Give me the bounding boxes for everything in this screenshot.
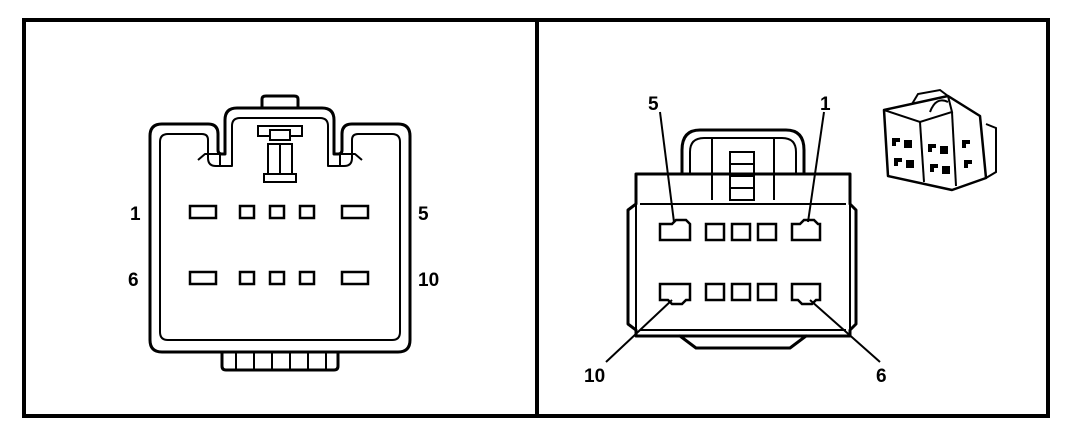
right-pin-label-top-left: 5 xyxy=(648,94,659,115)
cavity xyxy=(730,222,752,242)
cavity xyxy=(268,204,286,220)
right-pin-label-bottom-left: 10 xyxy=(584,366,605,387)
right-pin-label-bottom-right: 6 xyxy=(876,366,887,387)
cavity xyxy=(268,270,286,286)
right-pin-label-top-right: 1 xyxy=(820,94,831,115)
left-pin-label-bottom-left: 6 xyxy=(128,270,139,291)
cavity xyxy=(756,222,778,242)
cavity xyxy=(340,204,370,220)
left-pin-label-bottom-right: 10 xyxy=(418,270,439,291)
right-leader-lines xyxy=(605,111,881,363)
cavity xyxy=(298,204,316,220)
left-cavity-row-top xyxy=(188,204,370,220)
cavity xyxy=(658,282,692,306)
left-latch xyxy=(257,125,303,183)
cavity xyxy=(730,282,752,302)
cavity xyxy=(188,270,218,286)
cavity xyxy=(790,282,822,306)
right-latch-hood xyxy=(680,128,806,201)
right-cavity-row-bottom xyxy=(658,282,822,306)
right-cavity-row-top xyxy=(658,218,822,242)
cavity xyxy=(238,270,256,286)
right-connector-terminal-view: 5 1 10 6 xyxy=(584,88,997,387)
left-pin-label-top-left: 1 xyxy=(130,204,141,225)
cavity xyxy=(340,270,370,286)
cavity xyxy=(790,218,822,242)
cavity xyxy=(704,222,726,242)
connector-thumbnail xyxy=(882,88,997,192)
cavity xyxy=(238,204,256,220)
cavity xyxy=(188,204,218,220)
left-cavity-row-bottom xyxy=(188,270,370,286)
cavity xyxy=(756,282,778,302)
left-bottom-key xyxy=(220,350,340,372)
cavity xyxy=(704,282,726,302)
cavity xyxy=(298,270,316,286)
left-connector-face-view: 1 5 6 10 xyxy=(128,94,439,372)
cavity xyxy=(658,218,692,242)
left-pin-label-top-right: 5 xyxy=(418,204,429,225)
